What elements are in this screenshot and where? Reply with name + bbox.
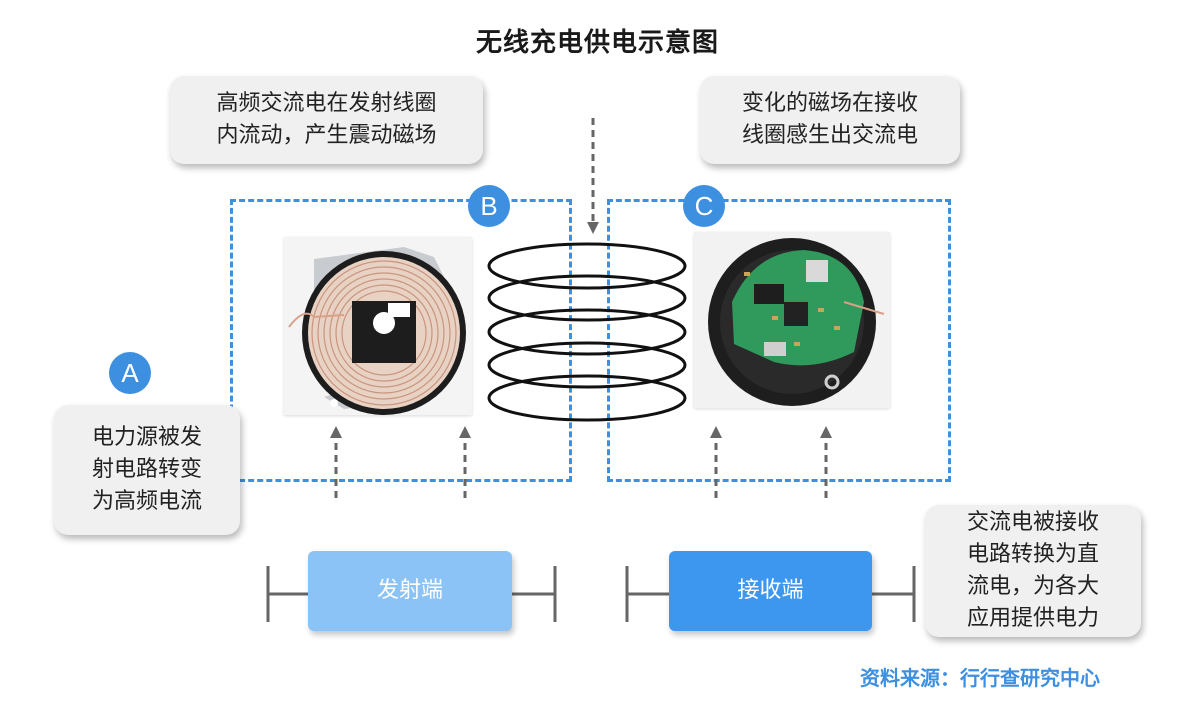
coil-ring: [487, 242, 687, 290]
receiver-bracket: [625, 566, 916, 622]
receiver-button[interactable]: 接收端: [669, 551, 872, 631]
callout-line: 电力源被发: [91, 425, 202, 450]
receiver-board-photo: [694, 232, 890, 408]
circuit-board-icon: [694, 232, 890, 408]
transmitter-bracket: [266, 566, 557, 622]
callout-line: 变化的磁场在接收: [741, 91, 918, 116]
coil-ring: [487, 308, 687, 356]
callout-line: 应用提供电力: [966, 606, 1099, 631]
callout-line: 射电路转变: [91, 457, 202, 482]
transmitter-dashed-box: [230, 199, 572, 482]
callout-line: 线圈感生出交流电: [741, 123, 918, 148]
callout-line: 高频交流电在发射线圈: [216, 91, 437, 116]
transmitter-button[interactable]: 发射端: [308, 551, 512, 631]
callout-receiver-output: 交流电被接收 电路转换为直 流电，为各大 应用提供电力: [925, 505, 1141, 637]
source-note: 资料来源：行行查研究中心: [860, 666, 1100, 690]
callout-line: 交流电被接收: [966, 510, 1099, 535]
callout-power-source: 电力源被发 射电路转变 为高频电流: [54, 405, 240, 535]
wireless-coil-icon: [284, 237, 472, 415]
coil-ring: [487, 374, 687, 422]
badge-b: B: [468, 185, 510, 227]
callout-line: 流电，为各大: [966, 574, 1099, 599]
callout-transmitter-coil: 高频交流电在发射线圈 内流动，产生震动磁场: [170, 76, 483, 164]
receiver-dashed-box: [607, 199, 951, 482]
coil-ring: [487, 274, 687, 322]
magnetic-coil-icon: [487, 242, 687, 422]
callout-line: 为高频电流: [91, 489, 202, 514]
callout-receiver-coil: 变化的磁场在接收 线圈感生出交流电: [700, 76, 960, 164]
coil-ring: [487, 341, 687, 389]
badge-a: A: [109, 352, 151, 394]
badge-c: C: [683, 185, 725, 227]
transmitter-coil-photo: [284, 237, 472, 415]
callout-line: 内流动，产生震动磁场: [216, 123, 437, 148]
diagram-title: 无线充电供电示意图: [475, 28, 719, 58]
callout-line: 电路转换为直: [966, 542, 1099, 567]
